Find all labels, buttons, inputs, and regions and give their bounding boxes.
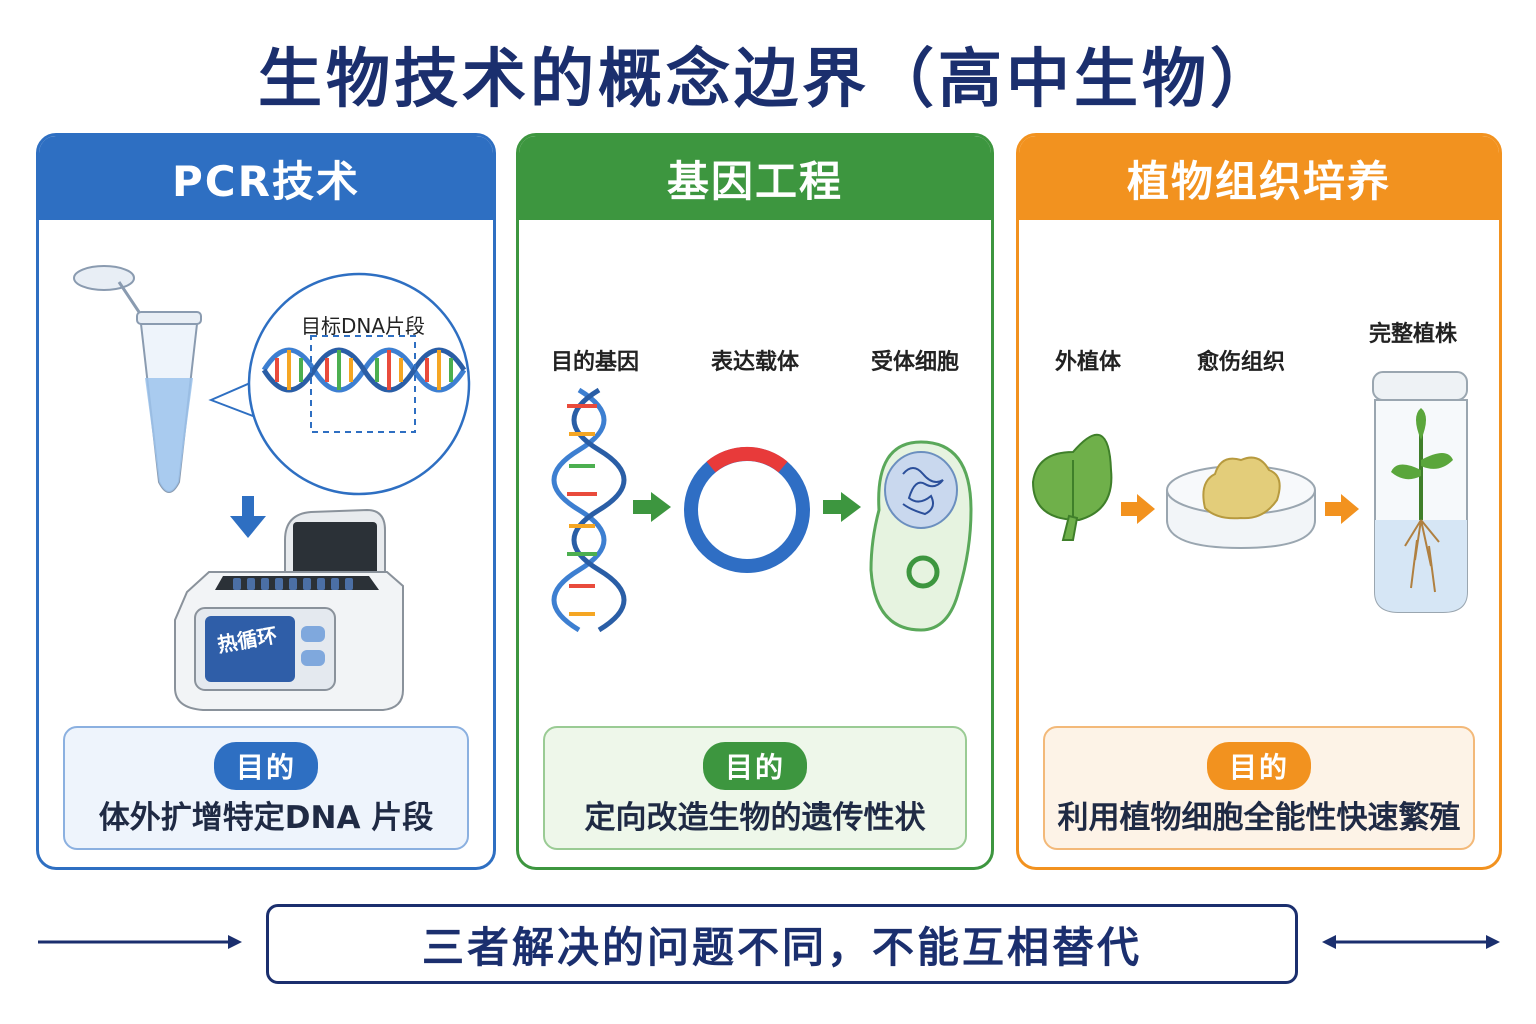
pcr-purpose-text: 体外扩增特定DNA 片段 [98,800,434,836]
pcr-card: PCR技术 [36,133,496,870]
pcr-illustration [73,265,471,711]
plasmid-icon [684,446,810,573]
plant-stage-3-label: 完整植株 [1369,322,1458,347]
gene-stage-1-label: 目的基因 [551,350,640,375]
thermocycler-icon [174,508,404,711]
pcr-card-heading: PCR技术 [39,136,493,220]
right-arrow-icon-3 [1121,494,1155,524]
right-arrow-icon-4 [1325,494,1359,524]
plant-purpose-box: 目的 利用植物细胞全能性快速繁殖 [1043,726,1475,850]
plant-card: 植物组织培养 外植体 愈伤组织 完整植株 [1016,133,1502,870]
plant-illustration [1031,371,1468,613]
gene-purpose-box: 目的 定向改造生物的遗传性状 [543,726,967,850]
gene-stage-2-label: 表达载体 [711,350,800,375]
gene-purpose-text: 定向改造生物的遗传性状 [584,800,926,836]
gene-purpose-tag: 目的 [702,742,808,790]
right-arrow-icon [633,492,671,522]
leaf-explant-icon [1031,433,1113,541]
plant-stage-2-label: 愈伤组织 [1197,350,1286,375]
pcr-purpose-box: 目的 体外扩增特定DNA 片段 [63,726,469,850]
gene-card-heading: 基因工程 [519,136,991,220]
pcr-purpose-tag: 目的 [213,742,319,790]
plant-card-heading: 植物组织培养 [1019,136,1499,220]
conclusion-box: 三者解决的问题不同，不能互相替代 [266,904,1298,984]
gene-stage-3-label: 受体细胞 [871,350,960,375]
dna-helix-icon [551,387,627,633]
gene-card: 基因工程 目的基因 表达载体 受体细胞 [516,133,994,870]
plant-purpose-text: 利用植物细胞全能性快速繁殖 [1057,800,1461,836]
plant-jar-icon [1372,371,1468,613]
down-arrow-icon [230,496,266,538]
callus-dish-icon [1166,456,1316,550]
dna-callout-icon [208,272,471,496]
left-arrow-decoration-icon [38,935,242,949]
plant-stage-1-label: 外植体 [1055,350,1122,375]
plant-purpose-tag: 目的 [1206,742,1312,790]
dna-callout-label: 目标DNA片段 [301,314,426,338]
gene-illustration [551,387,973,633]
double-arrow-decoration-icon [1322,935,1500,949]
page-title: 生物技术的概念边界（高中生物） [258,43,1278,117]
right-arrow-icon-2 [823,492,861,522]
recipient-cell-icon [869,440,973,632]
pcr-tube-icon [73,265,202,493]
